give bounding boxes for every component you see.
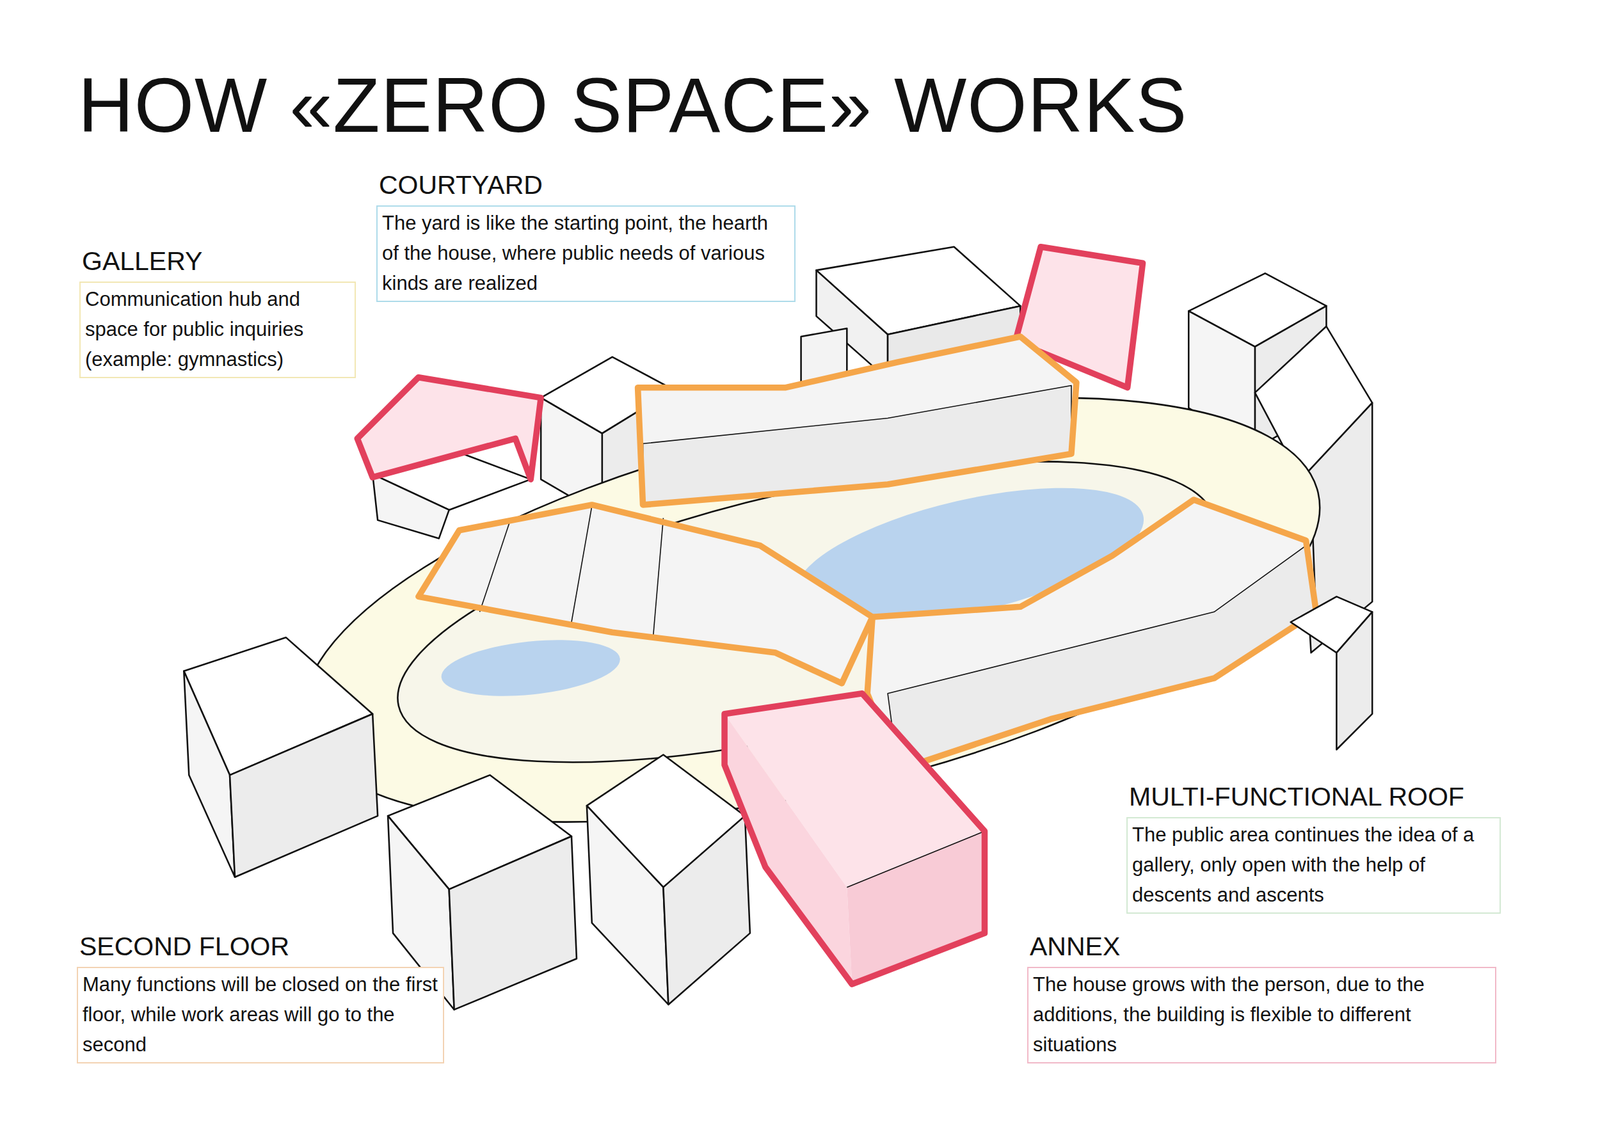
callout-body: The house grows with the person, due to …: [1027, 967, 1497, 1064]
callout-heading: GALLERY: [81, 246, 356, 277]
callout-body: Many functions will be closed on the fir…: [76, 967, 445, 1064]
callout-heading: ANNEX: [1029, 931, 1497, 962]
callout-body: Communication hub and space for public i…: [79, 281, 356, 379]
callout-heading: SECOND FLOOR: [79, 931, 445, 962]
text-callout: COURTYARD The yard is like the starting p…: [376, 170, 796, 303]
text-callout: MULTI-FUNCTIONAL ROOF The public area con…: [1126, 782, 1501, 914]
text-callout: ANNEX The house grows with the person, du…: [1027, 931, 1497, 1064]
callout-body: The public area continues the idea of a …: [1126, 817, 1501, 914]
callout-body: The yard is like the starting point, the…: [376, 205, 796, 303]
page-title: HOW «ZERO SPACE» WORKS: [78, 66, 1188, 144]
text-callout: GALLERY Communication hub and space for p…: [79, 246, 356, 379]
callout-heading: MULTI-FUNCTIONAL ROOF: [1128, 782, 1501, 813]
callout-heading: COURTYARD: [378, 170, 796, 201]
text-callout: SECOND FLOOR Many functions will be close…: [76, 931, 445, 1064]
